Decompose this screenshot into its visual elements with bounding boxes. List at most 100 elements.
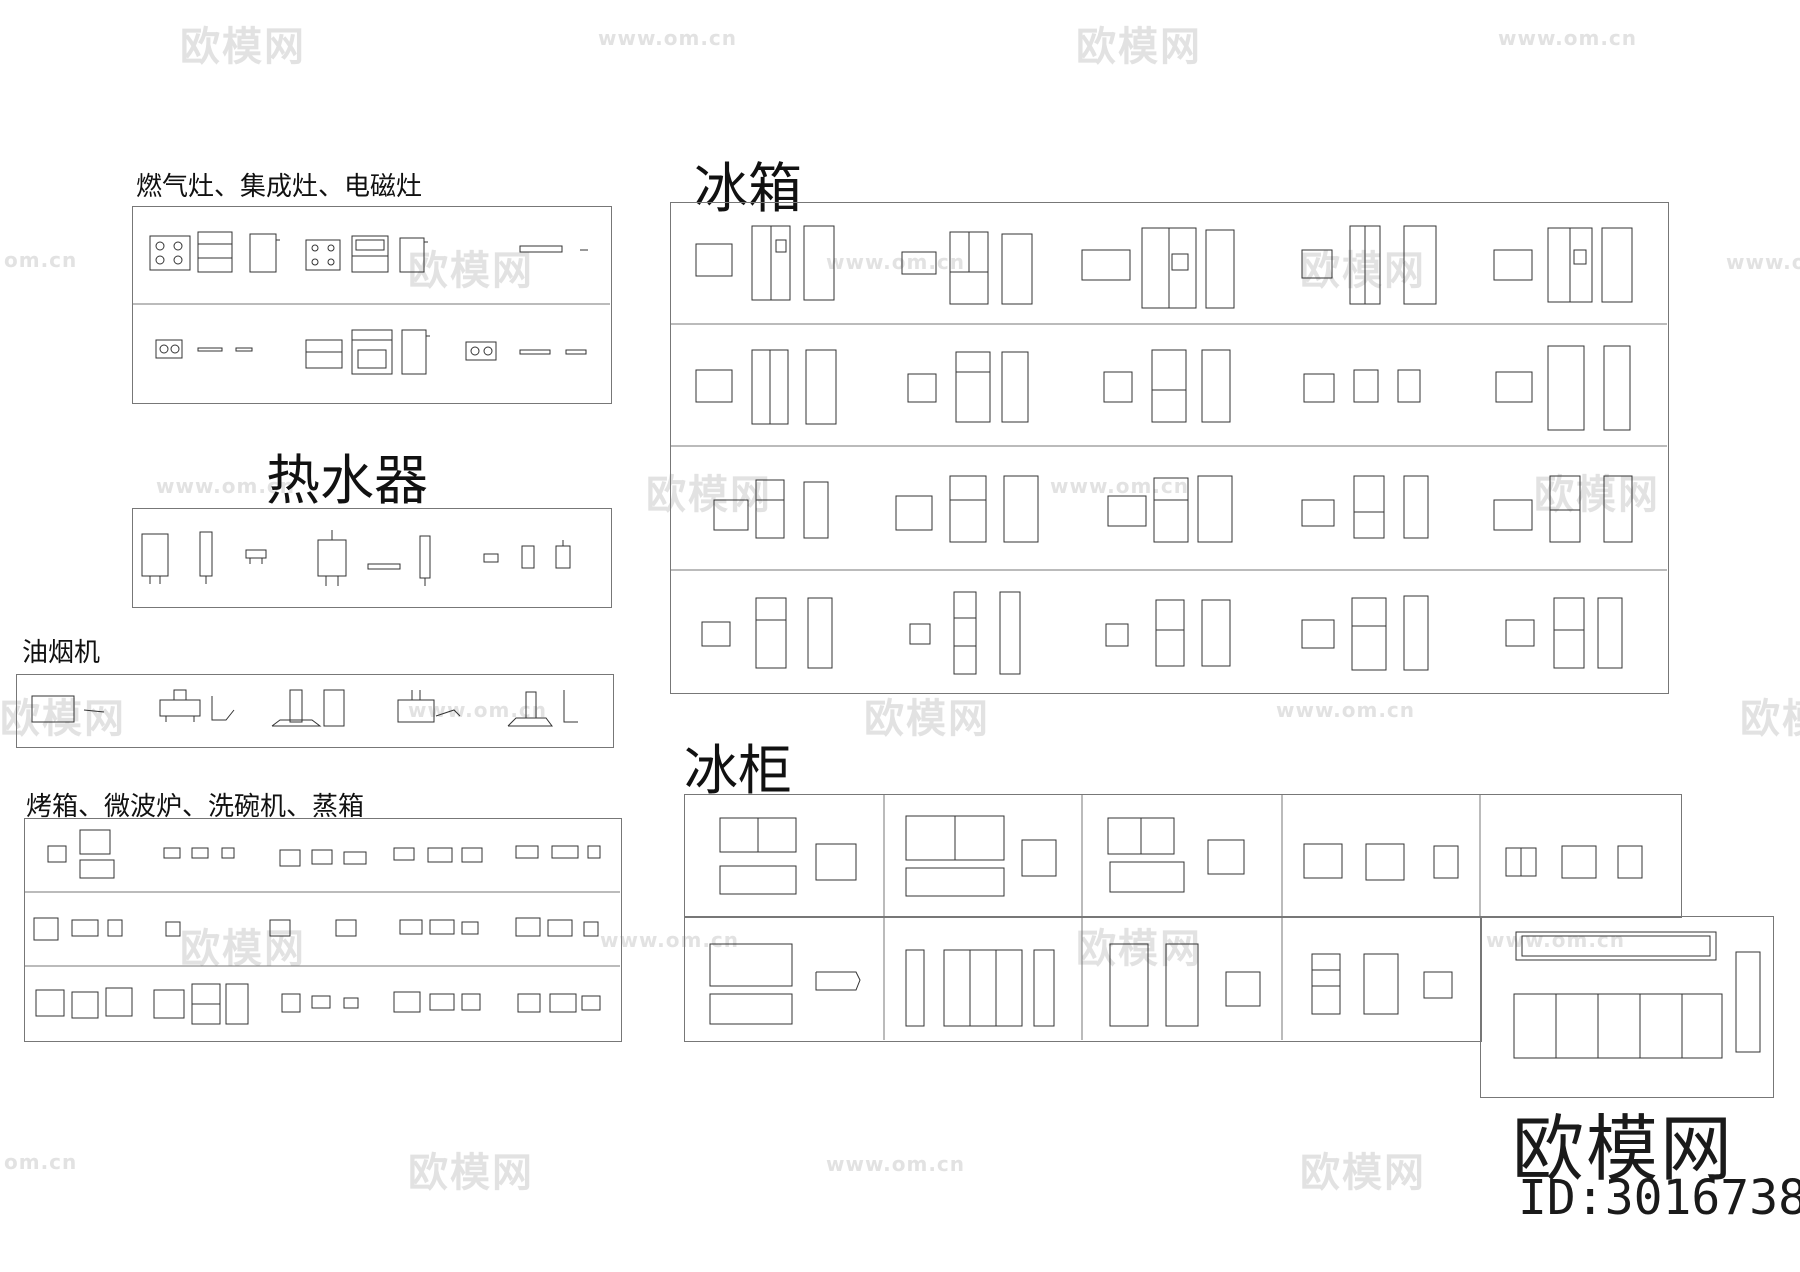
oven-range-front-icon bbox=[197, 231, 233, 273]
fridge-mini-icon bbox=[1353, 369, 1379, 403]
fridge-top-view-icon bbox=[1301, 499, 1335, 527]
oven-side-icon bbox=[581, 995, 601, 1011]
fridge-side-by-side-icon bbox=[751, 349, 789, 425]
chest-freezer-side-icon bbox=[815, 843, 857, 881]
oven-front-icon bbox=[191, 847, 209, 859]
freezer-top-icon bbox=[1423, 971, 1453, 999]
multi-door-freezer-side-icon bbox=[1735, 951, 1761, 1053]
fridge-side-icon bbox=[1403, 475, 1429, 539]
fridge-bottom-freezer-icon bbox=[1353, 475, 1385, 539]
freezer-front-icon bbox=[1561, 845, 1597, 879]
section-title-water-heaters: 热水器 bbox=[266, 449, 428, 512]
fridge-top-view-icon bbox=[1493, 249, 1533, 281]
water-heater-top-icon bbox=[483, 553, 499, 563]
fridge-top-view-icon bbox=[1103, 371, 1133, 403]
water-heater-side-icon bbox=[555, 540, 571, 569]
fridge-side-by-side-icon bbox=[1141, 227, 1197, 309]
dishwasher-side-icon bbox=[105, 987, 133, 1017]
fridge-top-view-icon bbox=[1495, 371, 1533, 403]
section-title-ovens: 烤箱、微波炉、洗碗机、蒸箱 bbox=[26, 792, 365, 822]
microwave-front-icon bbox=[79, 859, 115, 879]
oven-top-icon bbox=[515, 845, 539, 859]
steam-oven-front-icon bbox=[191, 983, 221, 1025]
display-cabinet-front-icon bbox=[709, 993, 793, 1025]
oven-side-icon bbox=[107, 919, 123, 937]
water-heater-side-icon bbox=[199, 531, 213, 584]
fridge-side-icon bbox=[1001, 351, 1029, 423]
fridge-single-door-icon bbox=[1547, 345, 1585, 431]
microwave-front-icon bbox=[429, 993, 455, 1011]
fridge-side-icon bbox=[1201, 349, 1231, 423]
oven-top-icon bbox=[393, 991, 421, 1013]
display-cabinet-top-icon bbox=[709, 943, 793, 987]
fridge-french-door-icon bbox=[949, 231, 989, 305]
microwave-front-icon bbox=[551, 845, 579, 859]
fridge-three-door-icon bbox=[953, 591, 977, 675]
section-title-stoves: 燃气灶、集成灶、电磁灶 bbox=[136, 172, 423, 202]
fridge-two-door-icon bbox=[1155, 599, 1185, 667]
fridge-top-view-icon bbox=[901, 251, 937, 275]
fridge-side-icon bbox=[1001, 233, 1033, 305]
corner-logo: 欧模网 bbox=[1512, 1107, 1735, 1191]
vertical-freezer-side-icon bbox=[1033, 949, 1055, 1027]
range-hood-top-icon bbox=[397, 690, 435, 723]
water-heater-front-icon bbox=[141, 533, 169, 584]
fridge-side-by-side-icon bbox=[1349, 225, 1381, 305]
upright-freezer-side-icon bbox=[1165, 943, 1199, 1027]
range-side-icon bbox=[399, 237, 428, 273]
induction-cooktop-icon bbox=[465, 341, 497, 361]
beverage-cooler-front-icon bbox=[1311, 953, 1341, 1015]
water-heater-bottom-icon bbox=[367, 563, 401, 570]
fridge-top-view-icon bbox=[1493, 499, 1533, 531]
chest-freezer-top-icon bbox=[719, 817, 797, 853]
cooktop-front-icon bbox=[519, 245, 588, 253]
freezers-panel-row1 bbox=[684, 794, 1682, 918]
fridge-two-door-icon bbox=[949, 475, 987, 543]
freezer-side-icon bbox=[1617, 845, 1643, 879]
oven-side-icon bbox=[343, 997, 359, 1009]
freezers-panel-large bbox=[1480, 916, 1774, 1098]
water-heater-side-icon bbox=[419, 535, 431, 586]
freezer-top-icon bbox=[1505, 847, 1537, 877]
microwave-front-icon bbox=[427, 847, 453, 863]
microwave-front-icon bbox=[429, 919, 455, 935]
fridge-two-door-icon bbox=[1153, 477, 1189, 543]
oven-side-icon bbox=[221, 847, 235, 859]
oven-top-icon bbox=[517, 993, 541, 1013]
oven-side-icon bbox=[587, 845, 601, 859]
oven-side-icon bbox=[461, 993, 481, 1011]
dishwasher-top-icon bbox=[35, 989, 65, 1017]
dishwasher-front-icon bbox=[71, 991, 99, 1019]
section-title-fridges: 冰箱 bbox=[694, 157, 802, 220]
fridge-side-icon bbox=[807, 597, 833, 669]
range-side-icon bbox=[249, 233, 280, 273]
microwave-front-icon bbox=[71, 919, 99, 937]
water-heater-front-icon bbox=[317, 530, 347, 586]
oven-top-icon bbox=[399, 919, 423, 935]
vertical-freezer-side-icon bbox=[905, 949, 925, 1027]
multi-door-freezer-front-icon bbox=[1513, 993, 1723, 1059]
freezers-panel-row2 bbox=[684, 916, 1482, 1042]
fridge-bottom-freezer-icon bbox=[1151, 349, 1187, 423]
fridge-top-view-icon bbox=[1303, 373, 1335, 403]
oven-side-icon bbox=[343, 851, 367, 865]
fridge-top-view-icon bbox=[1107, 495, 1147, 527]
fridge-top-view-icon bbox=[701, 621, 731, 647]
oven-top-icon bbox=[281, 993, 301, 1013]
integrated-stove-icon bbox=[351, 235, 389, 273]
cooktop-front-icon bbox=[519, 349, 587, 355]
display-freezer-front-icon bbox=[905, 867, 1005, 897]
fridge-two-door-icon bbox=[755, 479, 785, 539]
fridge-side-icon bbox=[1601, 227, 1633, 303]
fridge-top-view-icon bbox=[909, 623, 931, 645]
vertical-freezer-front-icon bbox=[943, 949, 1023, 1027]
island-freezer-front-icon bbox=[1109, 861, 1185, 893]
fridge-top-view-icon bbox=[1505, 619, 1535, 647]
fridge-top-view-icon bbox=[1301, 619, 1335, 649]
stove-cooktop-icon bbox=[149, 235, 191, 271]
multi-door-freezer-top-icon bbox=[1515, 931, 1717, 961]
microwave-front-icon bbox=[311, 849, 333, 865]
stoves-panel bbox=[132, 206, 612, 404]
fridge-side-icon bbox=[805, 349, 837, 425]
